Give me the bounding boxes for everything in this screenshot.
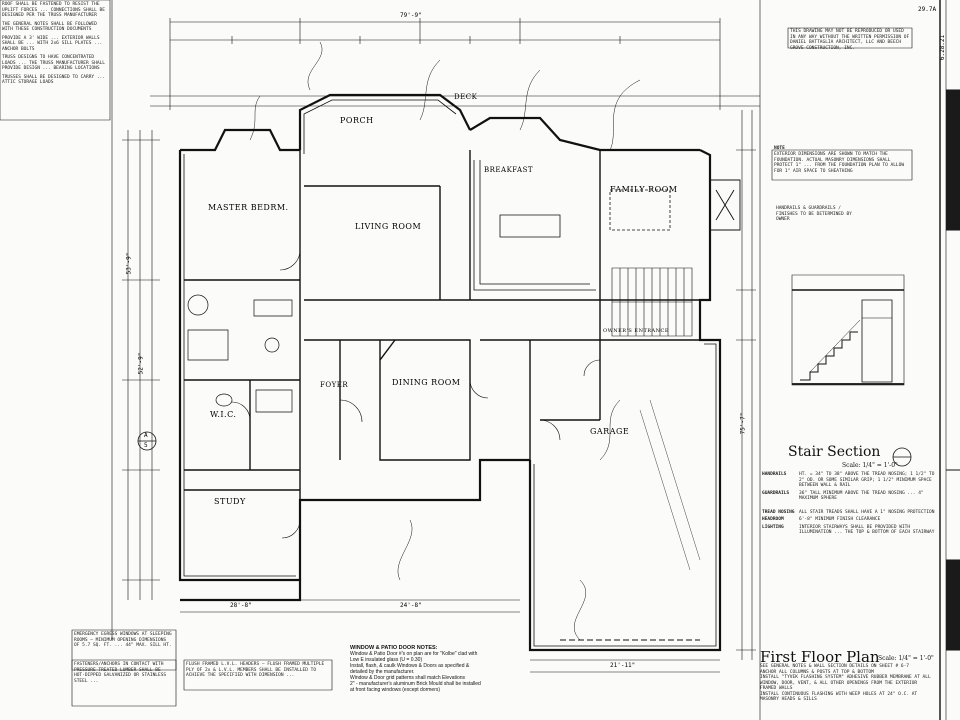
room-master-bedroom: MASTER BEDRM. — [208, 203, 289, 212]
tread-nosing-label: TREAD NOSING — [762, 509, 795, 515]
fasteners-note: FASTENERS/ANCHORS IN CONTACT WITH PRESSU… — [74, 662, 167, 684]
overall-top-dimension: 79'-9" — [400, 12, 422, 19]
handrails-label: HANDRAILS — [762, 472, 787, 477]
handrail-finish-note: HANDRAILS & GUARDRAILS / FINISHES TO BE … — [776, 206, 852, 222]
note-block-1: ROOF SHALL BE FASTENED TO RESIST THE UPL… — [2, 2, 105, 18]
plan-note: INSTALL "TYVEK FLASHING SYSTEM" ADHESIVE… — [760, 675, 931, 691]
room-study: STUDY — [214, 497, 246, 506]
section-marker-sheet: 5 — [144, 442, 148, 449]
window-notes: WINDOW & PATIO DOOR NOTES: Window & Pati… — [350, 645, 482, 693]
stair-notes: HANDRAILS HT. = 34" TO 38" ABOVE THE TREA… — [762, 472, 938, 536]
note-block-4: TRUSS DESIGNS TO HAVE CONCENTRATED LOADS… — [2, 55, 105, 71]
tread-nosing-text: ALL STAIR TREADS SHALL HAVE A 1" NOSING … — [799, 509, 935, 515]
room-deck: DECK — [454, 93, 478, 101]
left-depth-dimension: 52'-9" — [137, 352, 145, 375]
plan-note: ANCHOR ALL COLUMNS & POSTS AT TOP & BOTT… — [760, 669, 874, 675]
flush-framed-note: FLUSH FRAMED L.V.L. HEADERS — FLUSH FRAM… — [186, 662, 325, 678]
date-mark: 6.28.21 — [939, 34, 947, 61]
section-marker-letter: A — [144, 432, 148, 439]
room-dining-room: DINING ROOM — [392, 378, 461, 387]
window-note: Window & Door grid patterns shall match … — [350, 675, 466, 681]
plan-note: INSTALL CONTINUOUS FLASHING WITH WEEP HO… — [760, 691, 918, 703]
bottom-dimension-b: 24'-8" — [400, 602, 422, 609]
sheet-reference: 29.7A — [918, 6, 937, 13]
lighting-text: INTERIOR STAIRWAYS SHALL BE PROVIDED WIT… — [799, 524, 935, 536]
window-note: 2" - manufacturer's aluminum Brick Mould… — [350, 681, 481, 693]
right-overall-dimension: 75'-7" — [739, 412, 747, 435]
egress-note: EMERGENCY EGRESS WINDOWS AT SLEEPING ROO… — [74, 632, 172, 648]
note-block-5: TRUSSES SHALL BE DESIGNED TO CARRY ... A… — [2, 74, 105, 86]
plan-title: First Floor Plan — [760, 648, 880, 666]
handrails-text: HT. = 34" TO 38" ABOVE THE TREAD NOSING;… — [799, 472, 935, 488]
stair-section-scale: Scale: 1/4" = 1'-0" — [842, 462, 898, 469]
room-family-room: FAMILY ROOM — [610, 185, 678, 194]
window-note: Window & Patio Door #'s on plan are for … — [350, 651, 478, 663]
room-garage: GARAGE — [590, 427, 630, 436]
window-notes-heading: WINDOW & PATIO DOOR NOTES: — [350, 645, 438, 651]
bottom-dimension-c: 21'-11" — [610, 662, 636, 669]
note-block-3: PROVIDE A 3' WIDE ... EXTERIOR WALLS SHA… — [2, 35, 103, 52]
exterior-dimension-note: EXTERIOR DIMENSIONS ARE SHOWN TO MATCH T… — [774, 152, 905, 174]
room-wic: W.I.C. — [210, 410, 237, 419]
exterior-dimension-note-heading: NOTE — [774, 146, 785, 151]
lighting-label: LIGHTING — [762, 524, 784, 530]
bottom-dimension-a: 28'-8" — [230, 602, 252, 609]
note-block-2: THE GENERAL NOTES SHALL BE FOLLOWED WITH… — [2, 21, 97, 33]
guardrails-text: 36" TALL MINIMUM ABOVE THE TREAD NOSING … — [799, 490, 924, 502]
stair-section-title: Stair Section — [788, 444, 881, 460]
copyright-notice: THIS DRAWING MAY NOT BE REPRODUCED OR US… — [790, 29, 910, 51]
left-overall-dimension: 53'-9" — [125, 252, 133, 275]
window-note: Install, flash, & caulk Windows & Doors … — [350, 663, 470, 675]
headroom-text: 6'-8" MINIMUM FINISH CLEARANCE — [799, 517, 881, 522]
general-notes: ROOF SHALL BE FASTENED TO RESIST THE UPL… — [2, 2, 108, 86]
plan-notes: SEE GENERAL NOTES & WALL SECTION DETAILS… — [760, 664, 936, 703]
headroom-label: HEADROOM — [762, 517, 784, 522]
plan-note: SEE GENERAL NOTES & WALL SECTION DETAILS… — [760, 664, 910, 669]
room-foyer: FOYER — [320, 381, 349, 389]
room-breakfast: BREAKFAST — [484, 166, 534, 174]
guardrails-label: GUARDRAILS — [762, 490, 790, 496]
plan-scale: Scale: 1/4" = 1'-0" — [878, 655, 934, 662]
room-porch: PORCH — [340, 116, 374, 125]
room-living-room: LIVING ROOM — [355, 222, 422, 231]
room-owners-entrance: OWNER'S ENTRANCE — [603, 328, 670, 334]
